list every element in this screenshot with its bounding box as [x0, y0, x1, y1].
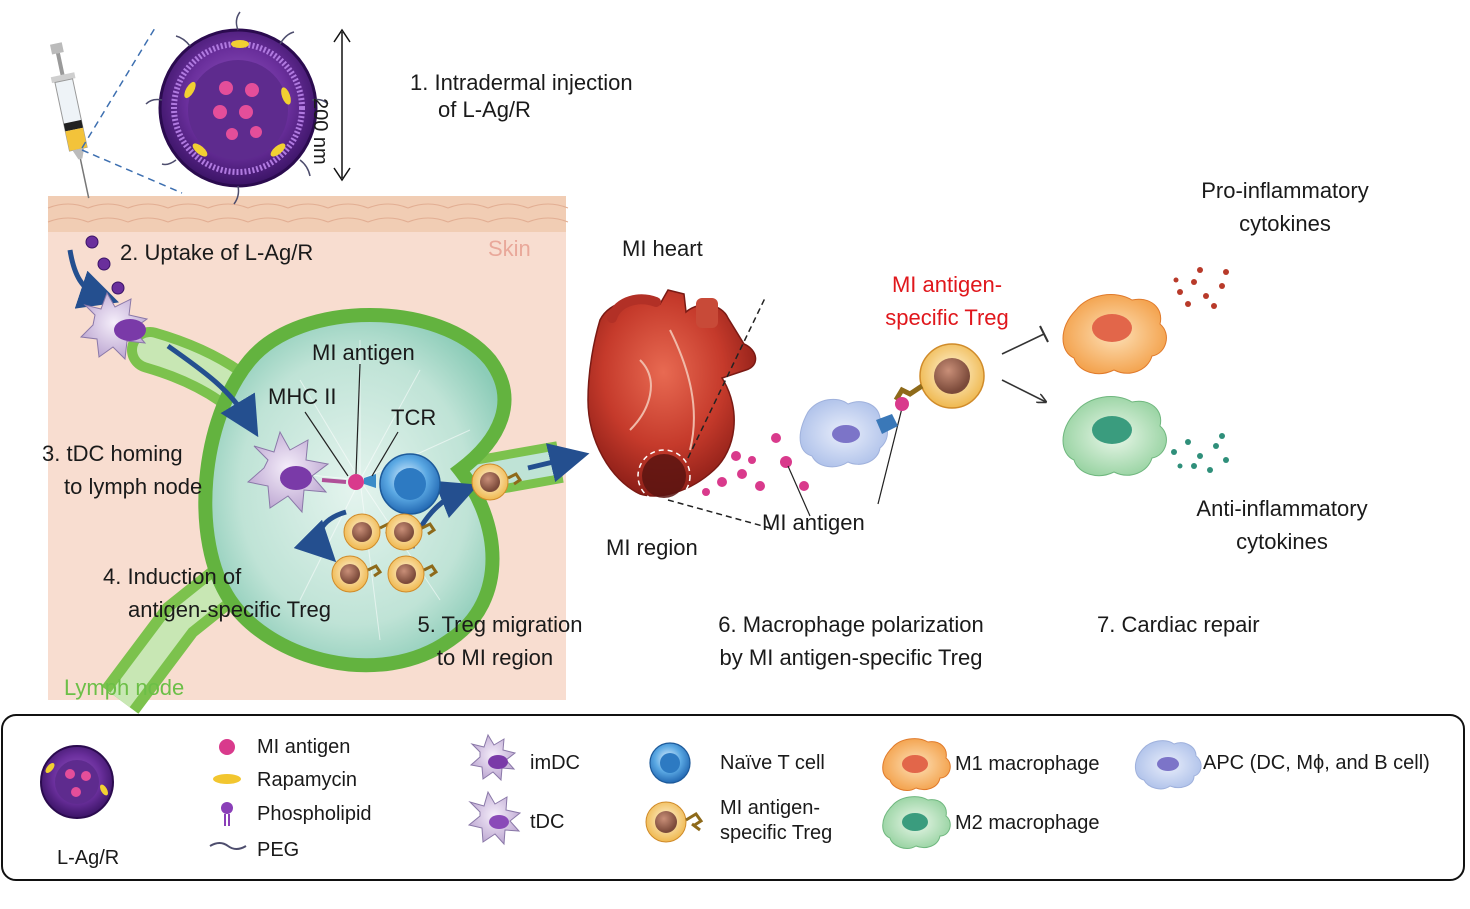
legend-treg-line1: MI antigen- [720, 797, 821, 819]
zoom-line-bottom [81, 149, 183, 194]
legend-peg-icon [209, 842, 247, 850]
legend-tdc-label: tDC [530, 811, 565, 833]
legend-liposome-icon [40, 745, 114, 819]
tdc-cell-node [246, 430, 347, 514]
step5-label: 5. Treg migration to MI region [405, 612, 595, 672]
legend-apc-label: APC (DC, Mϕ, and B cell) [1203, 752, 1430, 774]
step4-label: 4. Induction of antigen-specific Treg [103, 564, 331, 624]
legend-naive-t-label: Naïve T cell [720, 752, 825, 774]
homing-arrow [166, 343, 259, 438]
mi-region-label: MI region [606, 535, 698, 560]
inhibition-arrow [1001, 333, 1045, 355]
step4-line1: 4. Induction of [103, 564, 242, 589]
legend-m1-icon [882, 738, 951, 791]
mi-antigen-heart-pointer [787, 465, 811, 517]
legend-m2-label: M2 macrophage [955, 812, 1100, 834]
legend-phospholipid-icon [221, 802, 233, 826]
legend-imdc-label: imDC [530, 752, 580, 774]
legend-phospholipid-label: Phospholipid [257, 803, 372, 825]
legend-apc-icon [1135, 740, 1202, 790]
m1-macrophage [1062, 294, 1167, 374]
migration-arrow-out [527, 443, 590, 483]
step2-label: 2. Uptake of L-Ag/R [120, 240, 314, 265]
step6-line1: 6. Macrophage polarization [718, 612, 984, 637]
apc-cell [799, 398, 898, 468]
naive-t-cell [379, 453, 441, 515]
step3-label: 3. tDC homing to lymph node [42, 441, 202, 501]
legend-imdc-icon [469, 733, 517, 782]
mi-antigen-heart-label: MI antigen [762, 510, 865, 535]
legend-mi-antigen-label: MI antigen [257, 736, 351, 758]
pro-inflammatory-label: Pro-inflammatory cytokines [1170, 178, 1400, 238]
treg-highlight-line2: specific Treg [885, 304, 1009, 330]
treg-cell-heart [893, 343, 985, 411]
legend-treg-icon [645, 801, 704, 843]
lymph-node-label: Lymph node [64, 675, 185, 700]
pro-inflammatory-particles [1173, 267, 1229, 309]
legend-tdc-icon [467, 790, 522, 846]
anti-inflammatory-line2: cytokines [1236, 528, 1328, 554]
step1-line1: 1. Intradermal injection [410, 70, 633, 95]
legend-m1-label: M1 macrophage [955, 753, 1100, 775]
mi-antigen-pointer [355, 363, 361, 475]
step1-line2: of L-Ag/R [438, 96, 531, 122]
anti-inflammatory-label: Anti-inflammatory cytokines [1167, 496, 1397, 556]
pro-inflammatory-line2: cytokines [1239, 210, 1331, 236]
zoom-line-top [81, 27, 156, 149]
skin-label: Skin [488, 236, 531, 261]
step1-label: 1. Intradermal injection of L-Ag/R [410, 70, 633, 124]
pro-inflammatory-line1: Pro-inflammatory [1201, 178, 1369, 203]
legend-treg-line2: specific Treg [720, 822, 833, 844]
induction-arrow [293, 509, 347, 563]
anti-inflammatory-particles [1171, 433, 1229, 473]
syringe-icon [49, 42, 90, 199]
legend-treg-label: MI antigen- specific Treg [720, 796, 832, 846]
uptake-arrow [67, 249, 119, 309]
treg-highlight-line1: MI antigen- [891, 272, 1003, 297]
legend-peg-label: PEG [257, 839, 300, 861]
mi-heart [587, 289, 757, 503]
treg-cells-node [331, 463, 523, 593]
skin-surface-layer [48, 196, 566, 232]
legend-box [1, 714, 1465, 881]
treg-highlight-label: MI antigen- specific Treg [862, 272, 1032, 332]
skin-cells [47, 203, 569, 223]
anti-inflammatory-line1: Anti-inflammatory [1196, 496, 1368, 521]
liposome-main [145, 11, 329, 205]
step3-line2: to lymph node [64, 473, 203, 499]
m2-macrophage [1062, 396, 1167, 476]
activation-arrow [1001, 379, 1046, 402]
mi-antigen-complex [348, 474, 364, 490]
mi-region-cut-line-lower [667, 499, 771, 529]
tcr-pointer [371, 431, 399, 477]
legend-liposome-label: L-Ag/R [57, 847, 120, 869]
step5-line2: to MI region [436, 644, 554, 670]
legend-m2-icon [882, 796, 951, 849]
mi-heart-label: MI heart [622, 236, 703, 261]
mhc2-label: MHC II [268, 384, 337, 409]
tcr-label: TCR [391, 405, 437, 430]
mi-antigen-particles [702, 433, 809, 496]
step4-line2: antigen-specific Treg [128, 596, 331, 622]
step5-line1: 5. Treg migration [417, 612, 583, 637]
step3-line1: 3. tDC homing [42, 441, 183, 466]
imdc-cell-skin [79, 291, 149, 361]
step6-line2: by MI antigen-specific Treg [719, 644, 983, 670]
step6-label: 6. Macrophage polarization by MI antigen… [686, 612, 1016, 672]
mi-antigen-node-label: MI antigen [312, 340, 415, 365]
legend-rapamycin-icon [213, 774, 241, 784]
step7-label: 7. Cardiac repair [1097, 612, 1260, 637]
mhc2-pointer [304, 411, 349, 477]
legend-rapamycin-label: Rapamycin [257, 769, 358, 791]
legend-naive-t-icon [649, 742, 691, 784]
legend-mi-antigen-icon [219, 739, 235, 755]
size-label: 200 nm [309, 98, 331, 165]
